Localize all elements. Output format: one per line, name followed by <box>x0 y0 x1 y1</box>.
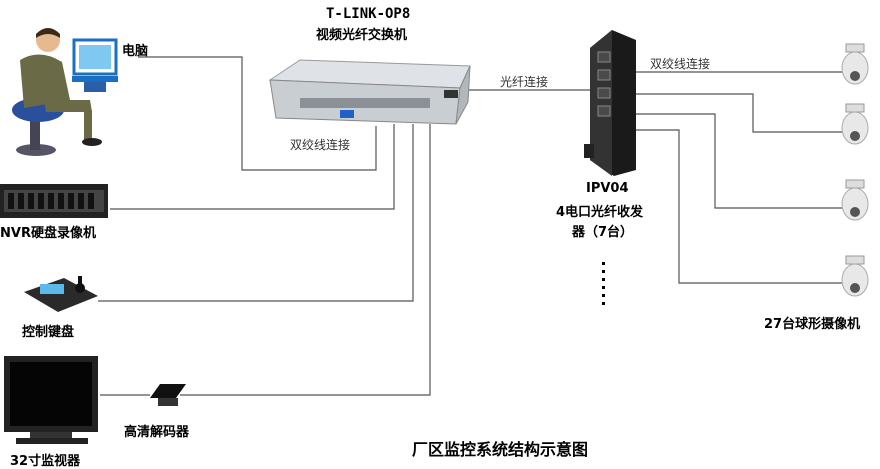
fiber-label: 光纤连接 <box>500 75 549 89</box>
dome-cameras <box>841 43 869 297</box>
computer-user-illustration <box>12 28 118 156</box>
transceiver-desc-line2: 器（7台） <box>572 225 634 240</box>
transceiver-device <box>584 30 636 176</box>
fiber-switch-device <box>268 59 471 125</box>
switch-model-label: T-LINK-OP8 <box>326 6 411 22</box>
camera-3 <box>841 179 869 221</box>
twisted-pair-label-right: 双绞线连接 <box>650 57 711 71</box>
line-nvr <box>110 124 395 210</box>
nvr-device <box>0 184 108 218</box>
connection-lines <box>98 56 844 396</box>
switch-name-label: 视频光纤交换机 <box>316 28 408 43</box>
keyboard-label: 控制键盘 <box>22 325 75 340</box>
decoder-device <box>150 384 186 406</box>
nvr-label: NVR硬盘录像机 <box>0 226 96 241</box>
camera-1 <box>841 43 869 85</box>
transceiver-model-label: IPV04 <box>586 181 629 196</box>
more-devices-dots <box>602 262 605 305</box>
monitor-label: 32寸监视器 <box>10 454 81 469</box>
line-camera-3 <box>636 113 844 209</box>
control-keyboard-device <box>24 276 98 312</box>
camera-2 <box>841 103 869 145</box>
line-camera-2 <box>636 93 844 133</box>
decoder-label: 高清解码器 <box>124 425 190 440</box>
cameras-label: 27台球形摄像机 <box>764 317 861 332</box>
line-computer <box>138 56 377 171</box>
diagram-title: 厂区监控系统结构示意图 <box>412 440 589 459</box>
line-camera-4 <box>636 129 844 284</box>
line-decoder <box>180 124 431 396</box>
twisted-pair-label-left: 双绞线连接 <box>290 138 351 152</box>
line-keyboard <box>98 124 414 302</box>
camera-4 <box>841 255 869 297</box>
computer-label: 电脑 <box>122 44 149 59</box>
transceiver-desc-line1: 4电口光纤收发 <box>556 205 644 220</box>
monitor-device <box>4 356 98 444</box>
